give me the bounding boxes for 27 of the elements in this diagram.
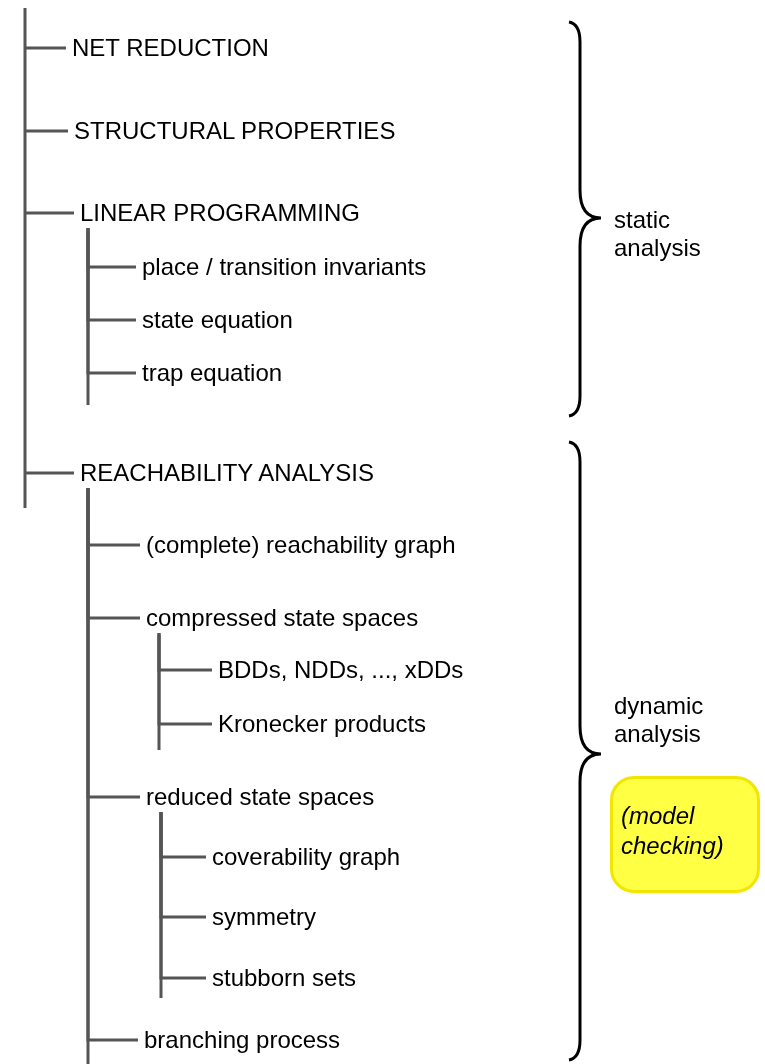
tree-connector bbox=[159, 812, 206, 980]
tree-item: NET REDUCTION bbox=[66, 33, 269, 63]
tree-item: STRUCTURAL PROPERTIES bbox=[68, 116, 396, 146]
tree-item: symmetry bbox=[206, 902, 316, 932]
tree-item: LINEAR PROGRAMMING bbox=[74, 198, 361, 228]
tree-connector bbox=[157, 633, 212, 726]
tree-item: Kronecker products bbox=[212, 709, 427, 739]
tree-connector bbox=[25, 211, 74, 215]
tree-item: coverability graph bbox=[206, 842, 401, 872]
tree-connector bbox=[25, 129, 68, 133]
tree-connector bbox=[86, 488, 138, 1042]
tree-item: compressed state spaces bbox=[140, 603, 419, 633]
tree-connector bbox=[25, 46, 66, 50]
tree-item: (complete) reachability graph bbox=[140, 530, 456, 560]
tree-item: state equation bbox=[136, 305, 293, 335]
tree-connector bbox=[25, 471, 74, 475]
tree-item: stubborn sets bbox=[206, 963, 357, 993]
highlight-box: (model checking) bbox=[610, 776, 760, 893]
tree-item: REACHABILITY ANALYSIS bbox=[74, 458, 374, 488]
tree-connector bbox=[86, 228, 136, 375]
tree-item: place / transition invariants bbox=[136, 252, 427, 282]
tree-item: trap equation bbox=[136, 358, 283, 388]
bracket-label: static analysis bbox=[614, 206, 702, 262]
tree-item: BDDs, NDDs, ..., xDDs bbox=[212, 655, 464, 685]
tree-item: branching process bbox=[138, 1025, 341, 1055]
bracket-label: dynamic analysis bbox=[614, 692, 705, 748]
tree-item: reduced state spaces bbox=[140, 782, 375, 812]
